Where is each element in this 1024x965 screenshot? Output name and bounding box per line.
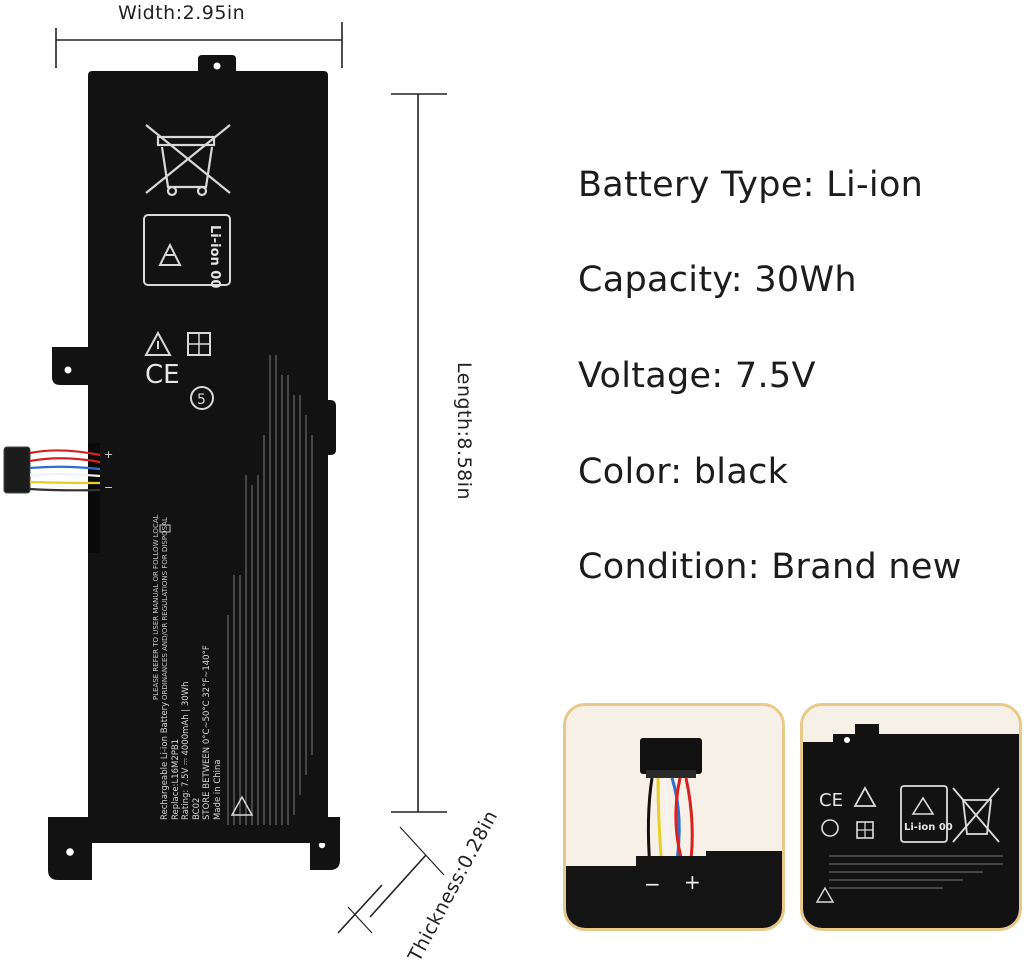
ce-mark: CE [145, 360, 180, 390]
spec-color: Color: black [578, 452, 789, 492]
spec-voltage: Voltage: 7.5V [578, 356, 816, 396]
plus-terminal-label: + [684, 870, 701, 894]
recycle-code-detail: Li-ion 00 [904, 822, 953, 833]
recycle-code-wrap: Li-ion 00 [196, 225, 226, 289]
connector-detail-panel: − + [563, 703, 785, 931]
battery-image: + − 5 [3, 55, 340, 880]
model-line: STORE BETWEEN 0°C~50°C 32°F~140°F [202, 645, 212, 820]
length-dimension-line [391, 93, 447, 813]
model-line: Rating: 7.5V ⎓ 4000mAh | 30Wh [181, 681, 191, 820]
svg-text:−: − [104, 481, 113, 494]
warning-line: PLEASE REFER TO USER MANUAL OR FOLLOW LO… [152, 514, 160, 700]
spec-condition: Condition: Brand new [578, 547, 962, 587]
spec-capacity: Capacity: 30Wh [578, 260, 857, 300]
svg-text:5: 5 [197, 392, 206, 408]
recycle-code: Li-ion 00 [207, 225, 222, 289]
model-line: Replace:L16M2PB1 [170, 738, 181, 820]
length-label-wrap: Length:8.58in [453, 362, 475, 542]
warning-line: ORDINANCES AND/OR REGULATIONS FOR DISPOS… [161, 517, 169, 700]
model-line: BC02 [191, 797, 202, 820]
label-detail-panel: CE Li-ion 00 [800, 703, 1022, 931]
model-line: Made in China [212, 759, 223, 820]
length-label: Length:8.58in [453, 362, 475, 501]
connector-detail-image [566, 706, 782, 928]
ce-mark-detail: CE [819, 790, 843, 811]
width-dimension-line [55, 22, 343, 68]
width-label: Width:2.95in [118, 2, 246, 24]
minus-terminal-label: − [644, 872, 661, 896]
thickness-dimension-line [337, 826, 445, 934]
spec-battery-type: Battery Type: Li-ion [578, 165, 924, 205]
label-detail-image [803, 706, 1019, 928]
svg-text:+: + [104, 448, 113, 461]
